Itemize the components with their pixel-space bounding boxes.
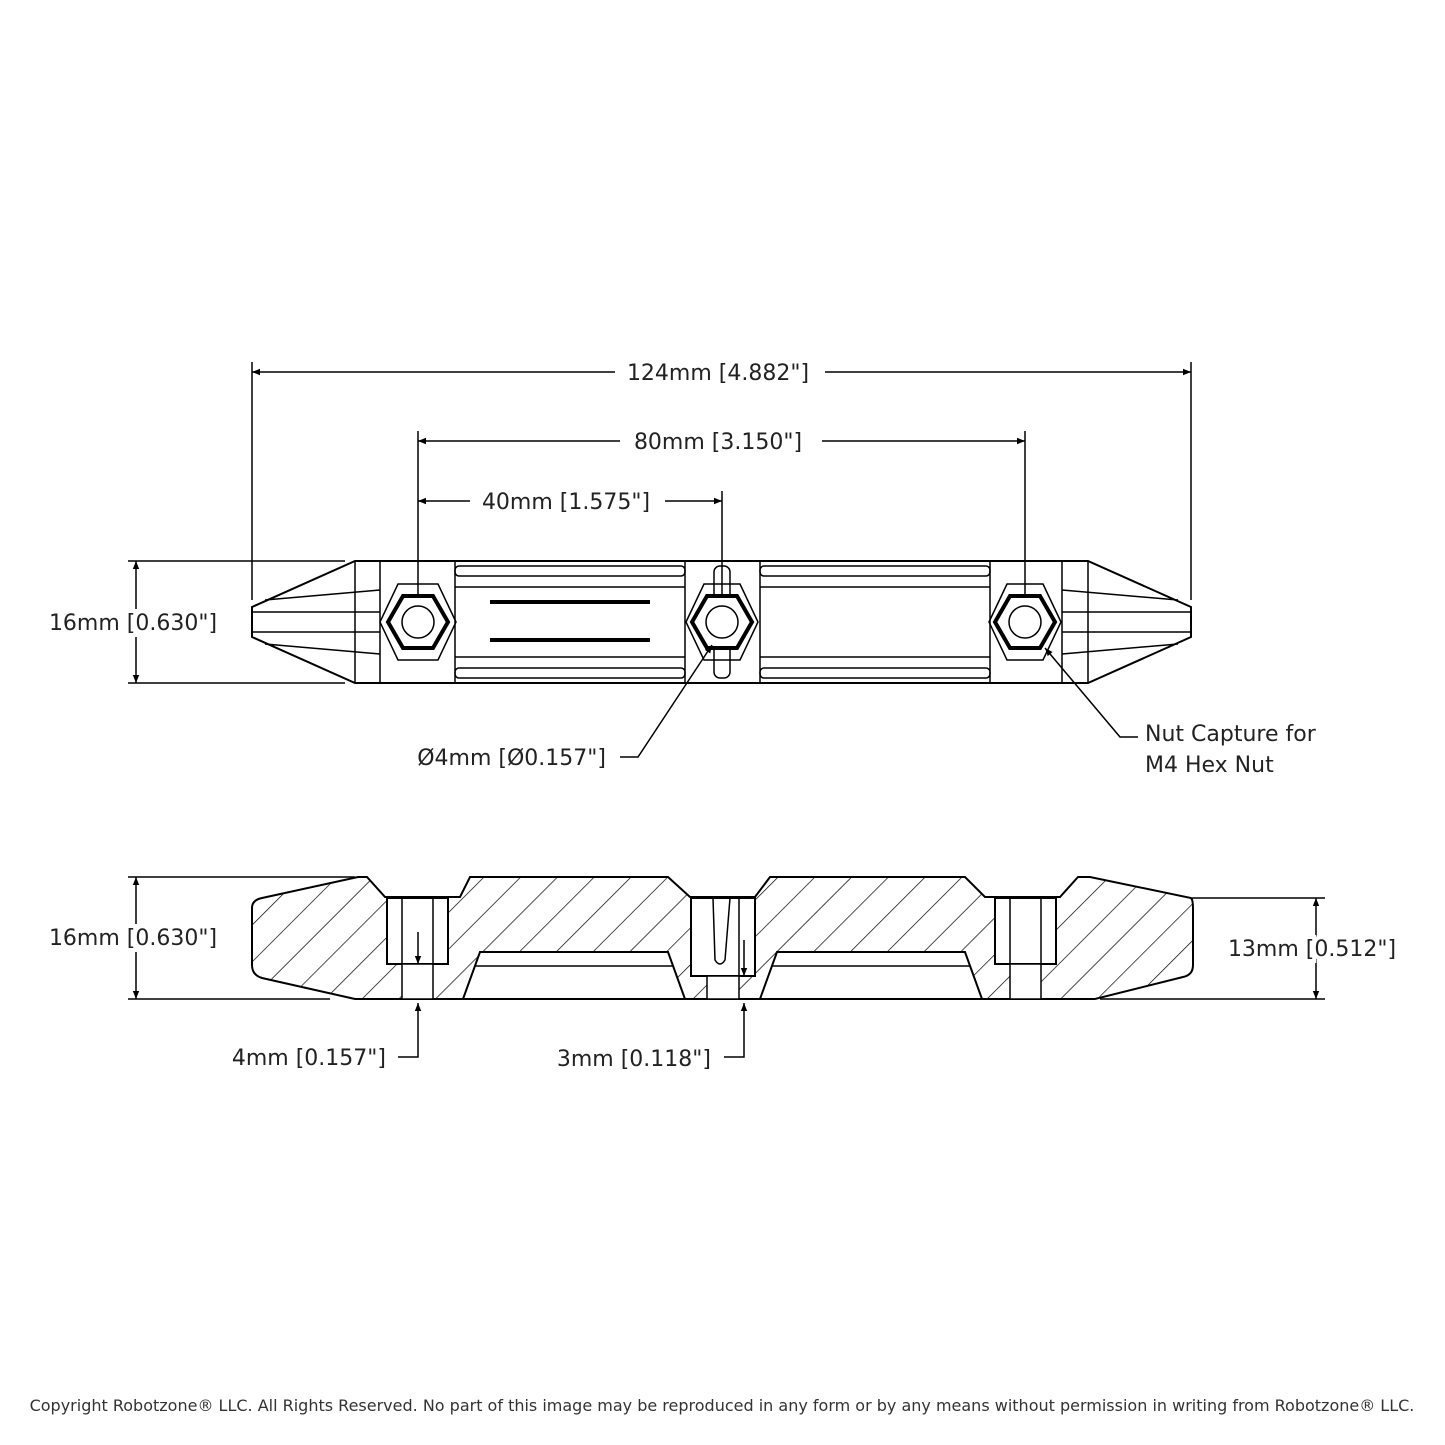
hole-diameter-label: Ø4mm [Ø0.157"]: [417, 746, 606, 771]
callout-hole-diameter: Ø4mm [Ø0.157"]: [417, 644, 713, 771]
inner-height-label: 13mm [0.512"]: [1228, 937, 1396, 962]
callout-nut-capture: Nut Capture for M4 Hex Nut: [1044, 647, 1317, 778]
counterbore-left: [386, 897, 449, 1000]
nut-capture-label-2: M4 Hex Nut: [1145, 753, 1274, 778]
slot-center: [690, 897, 756, 1000]
dim-height-label: 16mm [0.630"]: [49, 611, 217, 636]
copyright-notice: Copyright Robotzone® LLC. All Rights Res…: [30, 1396, 1415, 1415]
dim-overall-label: 124mm [4.882"]: [627, 361, 809, 386]
dim-40-label: 40mm [1.575"]: [482, 490, 650, 515]
slot-dim-label: 3mm [0.118"]: [557, 1047, 711, 1072]
dimension-outer-holes: 80mm [3.150"]: [417, 430, 1026, 622]
dimension-inner-height: 13mm [0.512"]: [1100, 897, 1400, 1000]
hole-dim-label: 4mm [0.157"]: [232, 1046, 386, 1071]
dimension-overall-length: 124mm [4.882"]: [251, 361, 1192, 600]
section-view: 16mm [0.630"] 13mm [0.512"]: [45, 876, 1400, 1072]
dim-80-label: 80mm [3.150"]: [634, 430, 802, 455]
hex-nut-pocket-center: [685, 583, 759, 661]
dimension-height-top: 16mm [0.630"]: [45, 560, 345, 684]
hex-nut-pocket-right: [988, 583, 1062, 661]
top-view: 124mm [4.882"] 80mm [3.150"] 40mm [1.575…: [45, 361, 1317, 778]
dimension-slot: 3mm [0.118"]: [557, 1003, 748, 1072]
counterbore-right: [994, 897, 1057, 1000]
hex-nut-pocket-left: [379, 583, 457, 661]
bottom-recess-right: [758, 951, 984, 1000]
dimension-hole-depth: 4mm [0.157"]: [232, 1003, 422, 1071]
bottom-recess-left: [461, 951, 687, 1000]
dimension-height-section: 16mm [0.630"]: [45, 876, 355, 1000]
section-height-label: 16mm [0.630"]: [49, 926, 217, 951]
nut-capture-label-1: Nut Capture for: [1145, 722, 1317, 747]
